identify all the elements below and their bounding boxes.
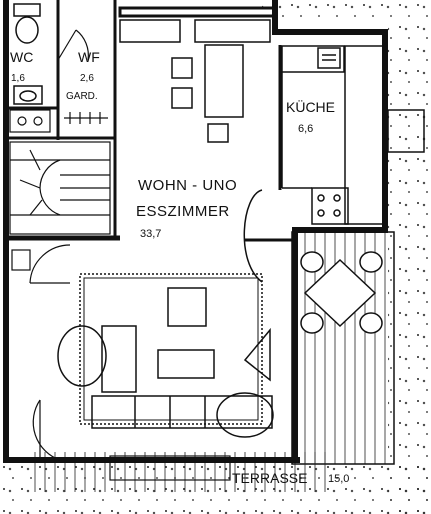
wc-toilet <box>13 3 43 105</box>
wc-door <box>57 29 89 61</box>
interior-walls <box>6 0 292 242</box>
wf-area: 2,6 <box>80 73 94 84</box>
outer-walls <box>3 0 388 463</box>
sliding-door <box>243 189 263 283</box>
kueche-area: 6,6 <box>298 123 314 135</box>
wf-label: WF <box>78 49 100 65</box>
terrace-table <box>300 251 383 334</box>
terrasse-area: 15,0 <box>328 473 350 485</box>
kitchen-counter <box>281 45 384 225</box>
dining-table <box>119 19 271 143</box>
wf-note: GARD. <box>66 91 98 102</box>
kueche-label: KÜCHE <box>286 99 336 115</box>
wf-sink <box>9 109 108 133</box>
kitchen-window <box>387 109 425 153</box>
wc-label: WC <box>10 49 34 65</box>
wohnen-label-line1: WOHN - UNO <box>138 177 238 194</box>
terrace-door <box>32 399 231 481</box>
wohnen-label-line2: ESSZIMMER <box>136 203 230 220</box>
rug <box>79 273 263 425</box>
staircase <box>9 141 111 235</box>
wohnen-area: 33,7 <box>140 228 162 240</box>
wc-area: 1,6 <box>11 73 25 84</box>
living-furniture <box>57 287 274 438</box>
entrance-door <box>11 244 71 284</box>
terrasse-label: TERRASSE <box>232 470 308 486</box>
